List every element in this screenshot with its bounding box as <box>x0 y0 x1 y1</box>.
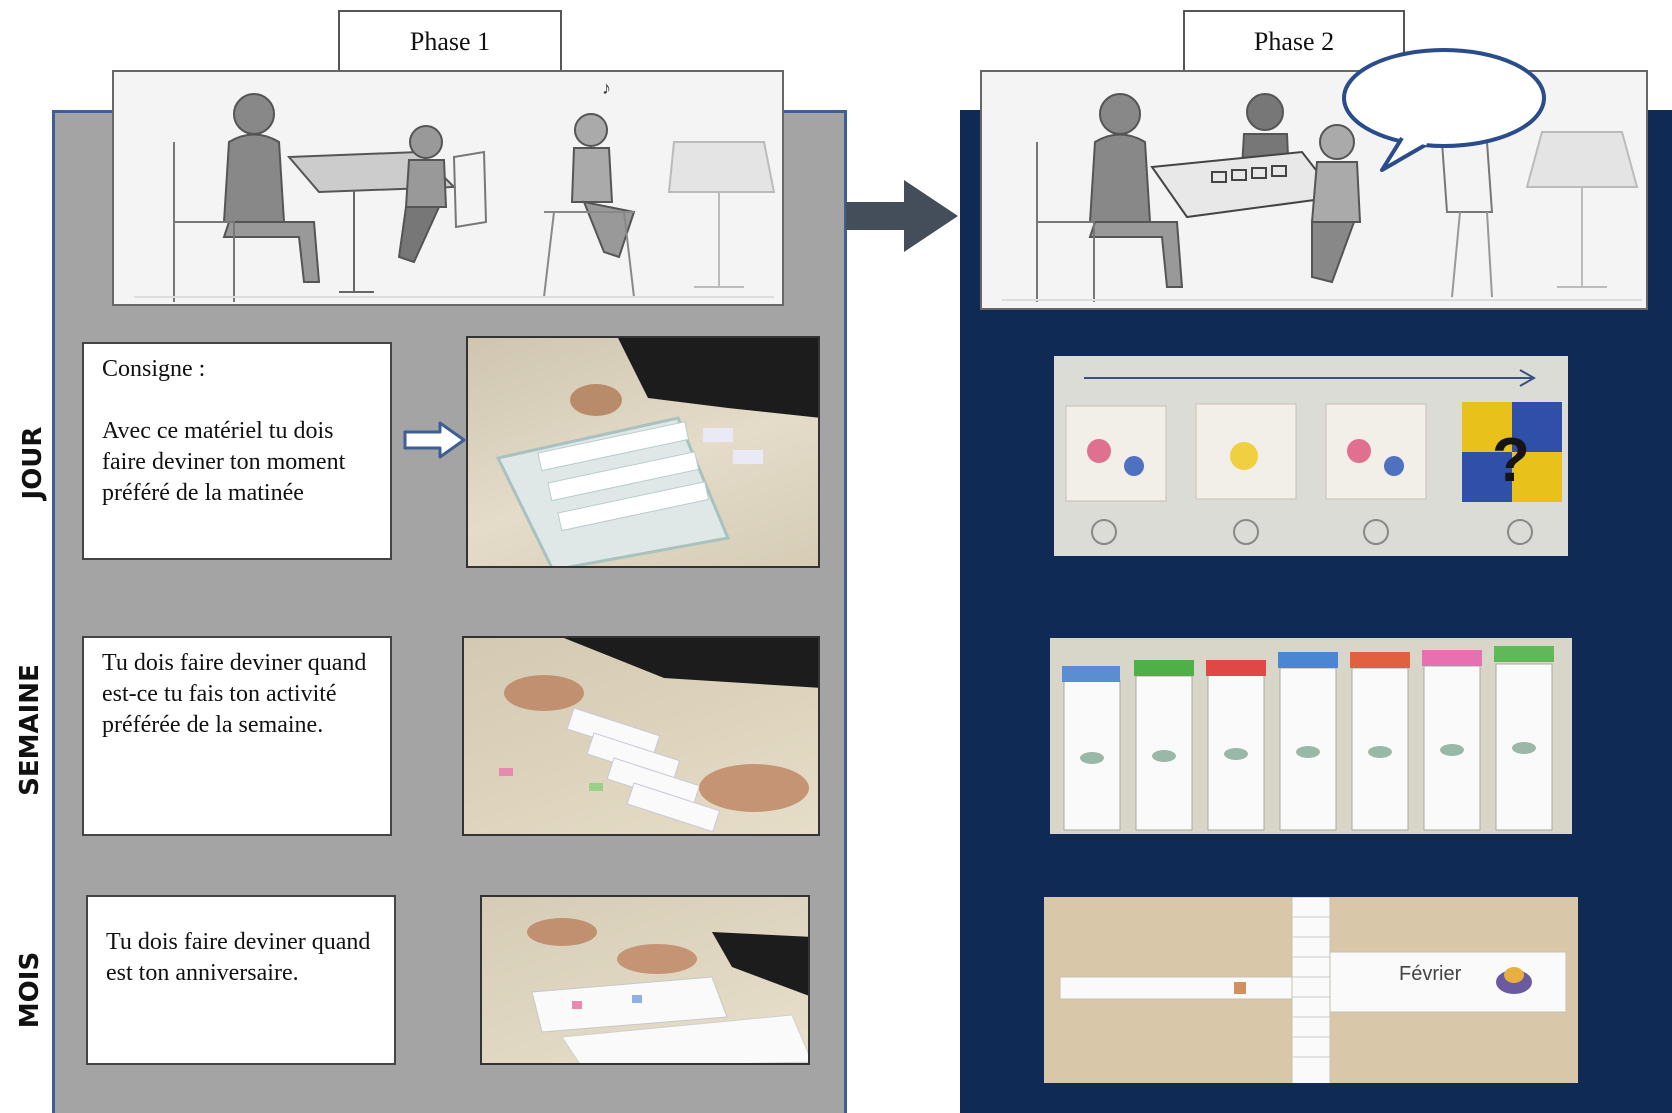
photo-semaine-phase-1 <box>462 636 820 836</box>
classroom-sketch: ♪ <box>134 78 776 302</box>
row-label-mois: MOIS <box>15 951 45 1029</box>
row-label-semaine: SEMAINE <box>15 664 45 796</box>
speech-bubble-icon <box>1342 48 1546 172</box>
photo-semaine-phase-2 <box>1048 636 1574 836</box>
month-label: Février <box>1399 963 1462 985</box>
photo-mois-phase-1 <box>480 895 810 1065</box>
right-arrow-icon <box>846 180 958 252</box>
instruction-mois: Tu dois faire deviner quand est ton anni… <box>86 895 396 1065</box>
question-mark-icon: ? <box>1462 402 1562 502</box>
phase-2-tab: Phase 2 <box>1183 10 1405 72</box>
phase-1-tab: Phase 1 <box>338 10 562 72</box>
photo-jour-phase-1 <box>466 336 820 568</box>
phase-2-label: Phase 2 <box>1253 27 1335 56</box>
svg-text:?: ? <box>1492 426 1530 495</box>
instruction-semaine: Tu dois faire deviner quand est-ce tu fa… <box>82 636 392 836</box>
photo-mois-phase-2: Février <box>1042 895 1580 1085</box>
phase-1-scene-illustration: ♪ <box>112 70 784 306</box>
row-label-jour: JOUR <box>18 426 48 500</box>
classroom-sketch-phase-2 <box>1002 93 1642 302</box>
svg-text:♪: ♪ <box>602 78 611 98</box>
hollow-right-arrow-icon <box>403 421 466 459</box>
instruction-jour: Consigne : Avec ce matériel tu dois fair… <box>82 342 392 560</box>
photo-jour-phase-2: ? <box>1052 354 1570 558</box>
phase-1-label: Phase 1 <box>409 27 491 56</box>
